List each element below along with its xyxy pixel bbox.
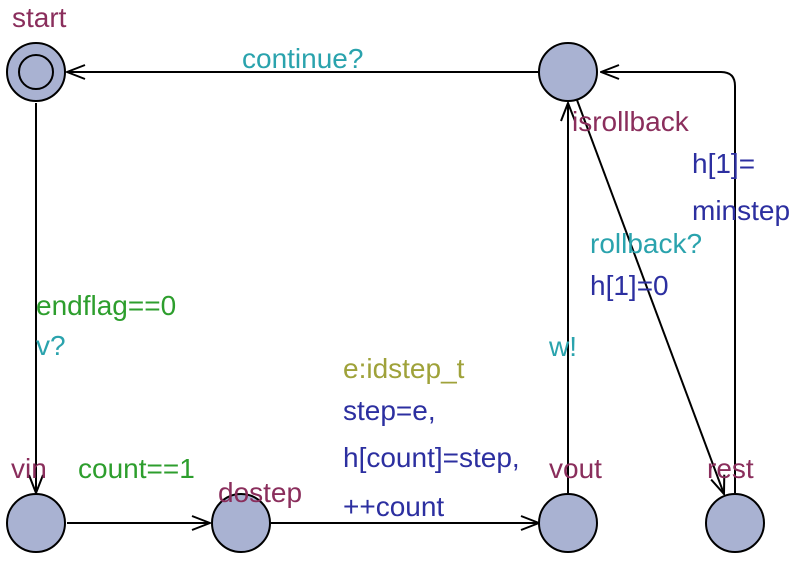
location-start[interactable] — [6, 42, 66, 102]
location-dostep[interactable] — [211, 493, 271, 553]
location-vout[interactable] — [538, 493, 598, 553]
location-vin[interactable] — [6, 493, 66, 553]
location-isrollback[interactable] — [538, 42, 598, 102]
label-vout: vout — [549, 453, 602, 484]
label-dostep: dostep — [218, 477, 302, 508]
initial-marker-icon — [18, 54, 54, 90]
sync-continue: continue? — [242, 43, 363, 74]
label-start: start — [12, 2, 67, 33]
guard-endflag: endflag==0 — [36, 290, 176, 321]
update-hcount: h[count]=step, — [343, 442, 520, 473]
guard-count: count==1 — [78, 453, 195, 484]
sync-v: v? — [36, 330, 66, 361]
sync-w: w! — [548, 331, 577, 362]
location-rest[interactable] — [705, 493, 765, 553]
update-minstep: minstep — [692, 195, 790, 226]
edge-rest-to-isrollback — [601, 72, 736, 493]
update-h1-zero: h[1]=0 — [590, 270, 669, 301]
label-isrollback: isrollback — [572, 106, 690, 137]
edge-isrollback-to-rest — [576, 99, 724, 494]
select-idstep: e:idstep_t — [343, 353, 465, 384]
label-rest: rest — [707, 453, 754, 484]
update-count: ++count — [343, 491, 444, 522]
sync-rollback: rollback? — [590, 228, 702, 259]
label-vin: vin — [11, 453, 47, 484]
update-h1: h[1]= — [692, 148, 755, 179]
update-step: step=e, — [343, 395, 436, 426]
